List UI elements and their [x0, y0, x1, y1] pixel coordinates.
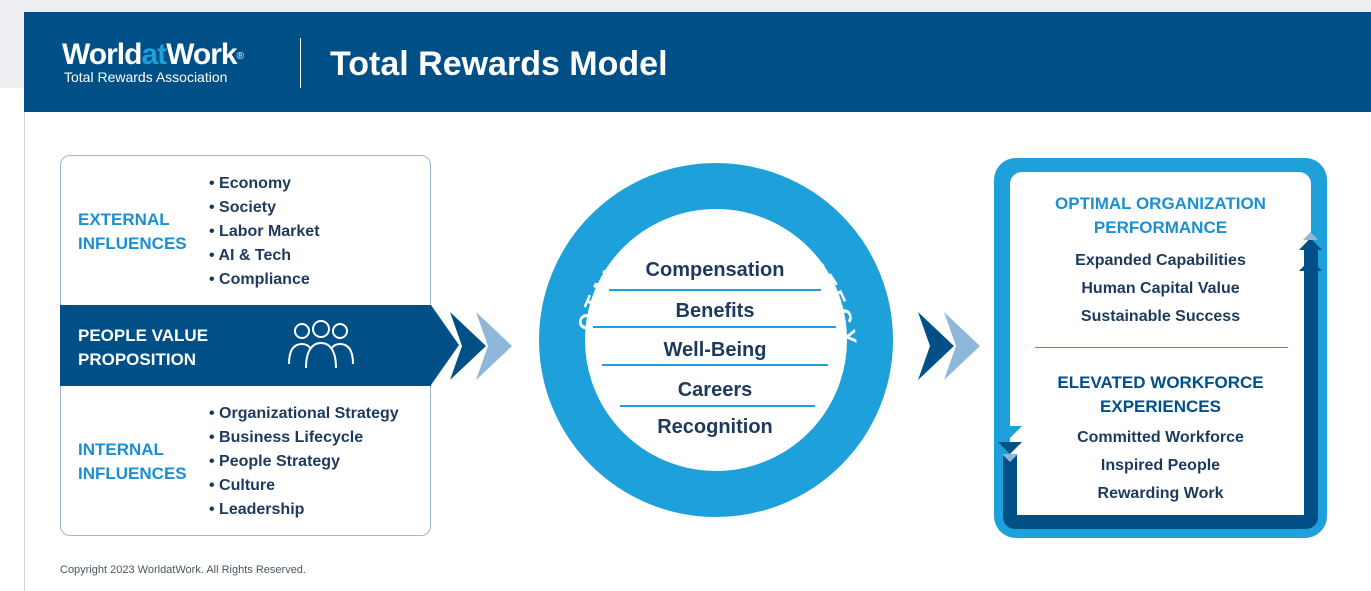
strategy-item-well-being: Well-Being: [663, 339, 767, 361]
optimal-performance-title: OPTIMAL ORGANIZATION PERFORMANCE: [1010, 192, 1311, 240]
internal-influences-title: INTERNAL INFLUENCES: [78, 438, 187, 486]
list-item: Labor Market: [209, 220, 319, 244]
elevated-experiences-title: ELEVATED WORKFORCE EXPERIENCES: [1010, 371, 1311, 419]
optimal-title-line2: PERFORMANCE: [1093, 218, 1228, 237]
logo-work: Work: [166, 38, 237, 71]
strategy-divider: [593, 326, 836, 328]
list-item: Business Lifecycle: [209, 426, 399, 450]
outcomes-cycle-arrows: [998, 232, 1322, 529]
chevron-down-icon: [1002, 454, 1018, 462]
outcome-item: Sustainable Success: [1080, 308, 1241, 325]
people-value-band: [60, 305, 431, 386]
optimal-title-line1: OPTIMAL ORGANIZATION: [1055, 194, 1266, 213]
list-item: People Strategy: [209, 450, 399, 474]
outcome-item: Inspired People: [1100, 457, 1221, 474]
logo-at: at: [141, 38, 167, 71]
list-item: Economy: [209, 172, 320, 196]
header-bar: [24, 12, 1371, 112]
strategy-divider: [602, 364, 828, 366]
strategy-item-benefits: Benefits: [675, 300, 755, 322]
internal-influences-list: Organizational Strategy Business Lifecyc…: [209, 402, 399, 522]
chevron-up-icon: [1303, 232, 1318, 240]
strategy-item-careers: Careers: [677, 379, 753, 401]
elevated-title-line2: EXPERIENCES: [1100, 397, 1221, 416]
logo-registered: ®: [236, 51, 244, 62]
outcome-item: Human Capital Value: [1081, 280, 1240, 297]
worldatwork-logo: WorldatWork®: [62, 38, 244, 71]
copyright-text: Copyright 2023 WorldatWork. All Rights R…: [60, 564, 306, 576]
list-item: Culture: [209, 474, 399, 498]
people-group-icon: [288, 320, 354, 369]
outcome-item: Committed Workforce: [1077, 429, 1244, 446]
chevron-right-icon: [918, 312, 980, 380]
internal-title-line1: INTERNAL: [78, 440, 164, 459]
chevron-up-icon: [1299, 259, 1322, 271]
strategy-divider: [609, 289, 821, 291]
people-value-proposition-title: PEOPLE VALUE PROPOSITION: [78, 324, 208, 372]
external-title-line1: EXTERNAL: [78, 210, 170, 229]
list-item: Compliance: [209, 268, 320, 292]
total-rewards-strategy-ring: TOTAL REWARDS STRATEGY: [519, 142, 893, 517]
chevron-down-icon: [998, 442, 1022, 454]
logo-world: World: [62, 38, 142, 71]
header-divider: [300, 38, 301, 88]
outcome-item: Rewarding Work: [1097, 485, 1224, 502]
external-influences-list: Economy Society Labor Market AI & Tech C…: [209, 172, 320, 292]
pvp-line1: PEOPLE VALUE: [78, 326, 209, 345]
chevron-right-icon: [450, 312, 512, 380]
external-title-line2: INFLUENCES: [78, 234, 187, 253]
list-item: Society: [209, 196, 320, 220]
chevron-down-icon: [998, 426, 1022, 438]
strategy-divider: [620, 405, 815, 407]
pvp-line2: PROPOSITION: [78, 350, 197, 369]
internal-title-line2: INFLUENCES: [78, 464, 187, 483]
list-item: Leadership: [209, 498, 399, 522]
list-item: Organizational Strategy: [209, 402, 399, 426]
chevron-up-icon: [1299, 238, 1322, 250]
outcomes-divider: [1035, 347, 1288, 348]
outcome-item: Expanded Capabilities: [1075, 252, 1246, 269]
strategy-item-compensation: Compensation: [645, 259, 785, 281]
strategy-item-recognition: Recognition: [657, 416, 773, 438]
list-item: AI & Tech: [209, 244, 320, 268]
external-influences-title: EXTERNAL INFLUENCES: [78, 208, 187, 256]
elevated-title-line1: ELEVATED WORKFORCE: [1057, 373, 1264, 392]
page-title: Total Rewards Model: [330, 45, 668, 83]
logo-tagline: Total Rewards Association: [64, 69, 228, 85]
